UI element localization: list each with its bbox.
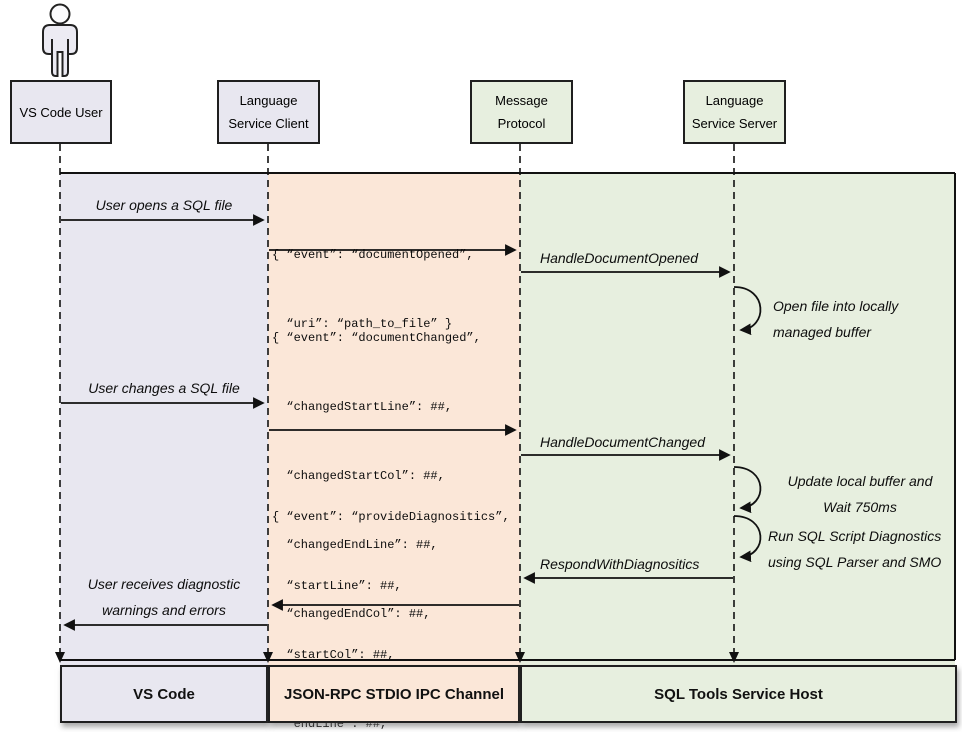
note-line1: Run SQL Script Diagnostics	[768, 528, 942, 544]
lane-service-host	[520, 173, 955, 723]
actor-box-language-service-server: Language Service Server	[683, 80, 786, 144]
payload-line: { “event”: “provideDiagnositics”,	[272, 510, 510, 524]
actor-box-language-service-client: Language Service Client	[217, 80, 320, 144]
note-line2: Wait 750ms	[823, 499, 897, 515]
note-line1: Update local buffer and	[787, 473, 933, 489]
payload-document-opened: { “event”: “documentOpened”, “uri”: “pat…	[272, 198, 474, 382]
payload-line: { “event”: “documentChanged”,	[272, 331, 481, 345]
payload-line: “changedEndLine”: ##,	[272, 538, 438, 552]
footer-box-sql-tools-service-host: SQL Tools Service Host	[520, 665, 957, 723]
lane-vscode	[60, 173, 268, 723]
note-line1: Open file into locally	[773, 298, 899, 314]
user-actor-icon	[42, 3, 78, 77]
footer-box-vscode: VS Code	[60, 665, 268, 723]
label-line1: User receives diagnostic	[87, 576, 241, 592]
payload-line: “changedStartCol”: ##,	[272, 469, 445, 483]
payload-line: “uri”: “path_to_file” }	[272, 317, 453, 331]
actor-label-line2: Protocol	[497, 115, 546, 131]
note-update-local-buffer: Update local buffer and Wait 750ms	[762, 468, 958, 520]
actor-label-line1: Language	[239, 93, 298, 109]
lane-ipc-channel	[268, 173, 520, 723]
label-user-opens-sql-file: User opens a SQL file	[95, 197, 233, 213]
note-line2: using SQL Parser and SMO	[768, 554, 942, 570]
note-open-file-into-buffer: Open file into locally managed buffer	[773, 293, 898, 345]
payload-line: “startCol”: ##,	[272, 648, 395, 662]
label-user-changes-sql-file: User changes a SQL file	[88, 380, 240, 396]
actor-label: VS Code User	[19, 104, 103, 120]
footer-label: SQL Tools Service Host	[654, 685, 823, 703]
label-handle-document-changed: HandleDocumentChanged	[540, 434, 705, 450]
note-run-sql-diagnostics: Run SQL Script Diagnostics using SQL Par…	[768, 523, 941, 575]
label-user-receives-diagnostics: User receives diagnostic warnings and er…	[60, 571, 268, 623]
payload-line: { “event”: “documentOpened”,	[272, 248, 474, 262]
actor-label-line1: Message	[495, 93, 548, 109]
footer-label: VS Code	[133, 685, 195, 703]
label-handle-document-opened: HandleDocumentOpened	[540, 250, 698, 266]
payload-line: “startLine”: ##,	[272, 579, 402, 593]
payload-line: “changedStartLine”: ##,	[272, 400, 453, 414]
note-line2: managed buffer	[773, 324, 872, 340]
actor-label-line2: Service Client	[228, 115, 309, 131]
label-line2: warnings and errors	[102, 602, 226, 618]
footer-label: JSON-RPC STDIO IPC Channel	[283, 685, 505, 703]
payload-line: “changedEndCol”: ##,	[272, 607, 431, 621]
label-respond-with-diagnositics: RespondWithDiagnositics	[540, 556, 700, 572]
actor-box-vscode-user: VS Code User	[10, 80, 112, 144]
footer-box-ipc-channel: JSON-RPC STDIO IPC Channel	[268, 665, 520, 723]
actor-box-message-protocol: Message Protocol	[470, 80, 573, 144]
actor-label-line1: Language	[705, 93, 764, 109]
actor-label-line2: Service Server	[691, 115, 778, 131]
